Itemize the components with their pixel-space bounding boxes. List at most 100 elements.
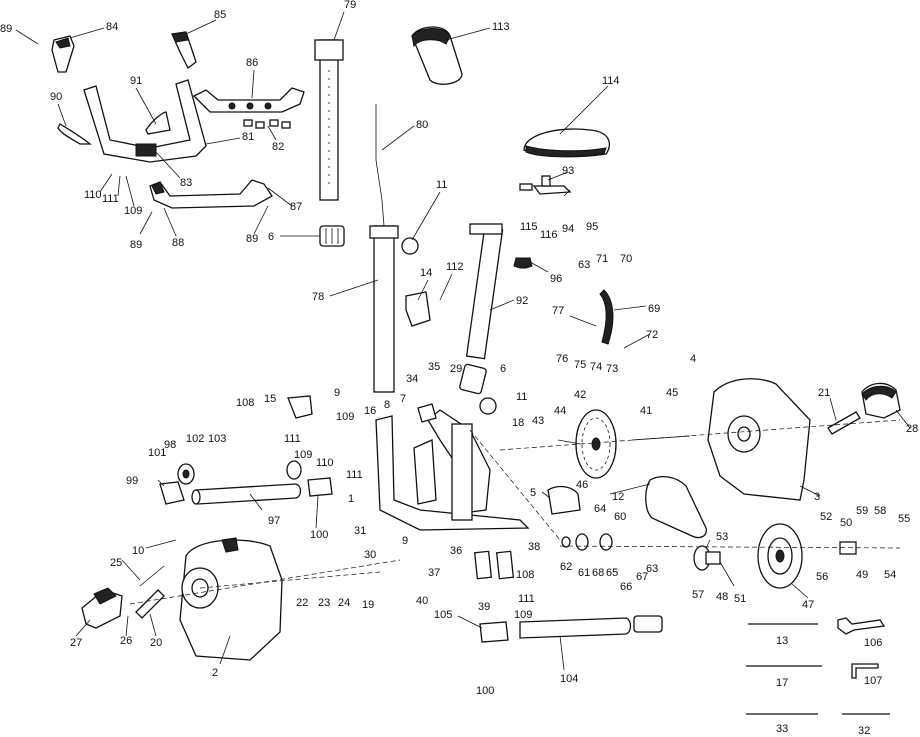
callout-label-112: 112 xyxy=(446,261,464,273)
callout-label-108a: 108 xyxy=(236,397,254,409)
callout-label-8: 8 xyxy=(384,399,390,411)
callout-label-82: 82 xyxy=(272,141,284,153)
part-2-left-cover xyxy=(179,537,283,661)
callout-label-64: 64 xyxy=(594,503,606,515)
callout-label-21: 21 xyxy=(818,387,830,399)
callout-label-65: 65 xyxy=(606,567,618,579)
callout-label-67: 67 xyxy=(636,571,648,583)
part-98-transport-wheel xyxy=(177,463,195,485)
callout-label-54: 54 xyxy=(884,569,896,581)
callout-label-55: 55 xyxy=(898,513,910,525)
callout-label-104: 104 xyxy=(560,673,578,685)
callout-label-48: 48 xyxy=(716,591,728,603)
callout-label-50: 50 xyxy=(840,517,852,529)
callout-label-12: 12 xyxy=(612,491,624,503)
callout-label-87: 87 xyxy=(290,201,302,213)
callout-label-110a: 110 xyxy=(84,189,102,201)
part-15-bracket xyxy=(287,395,313,419)
callout-label-9b: 9 xyxy=(402,535,408,547)
callout-label-77: 77 xyxy=(552,305,564,317)
callout-label-81: 81 xyxy=(242,131,254,143)
callout-label-85: 85 xyxy=(214,9,226,21)
callout-label-78: 78 xyxy=(312,291,324,303)
part-91-pad xyxy=(145,111,171,135)
callout-label-43: 43 xyxy=(532,415,544,427)
callout-label-3: 3 xyxy=(814,491,820,503)
part-61-bushing xyxy=(575,533,589,551)
part-6-grip-cover-lower xyxy=(459,363,487,395)
callout-label-109c: 109 xyxy=(294,449,312,461)
assembly-guides xyxy=(129,419,901,605)
callout-label-62: 62 xyxy=(560,561,572,573)
callout-label-72: 72 xyxy=(646,329,658,341)
callout-label-10: 10 xyxy=(132,545,144,557)
callout-label-70: 70 xyxy=(620,253,632,265)
callout-label-71: 71 xyxy=(596,253,608,265)
callout-label-94: 94 xyxy=(562,223,574,235)
callout-label-32: 32 xyxy=(858,725,870,737)
part-5-cover xyxy=(547,485,581,515)
part-36-plate xyxy=(473,550,493,580)
callout-label-52: 52 xyxy=(820,511,832,523)
callout-label-83: 83 xyxy=(180,177,192,189)
callout-label-1: 1 xyxy=(348,493,354,505)
callout-label-66: 66 xyxy=(620,581,632,593)
callout-label-47: 47 xyxy=(802,599,814,611)
part-21-crank-arm xyxy=(827,411,861,435)
callout-label-109d: 109 xyxy=(514,609,532,621)
callout-label-97: 97 xyxy=(268,515,280,527)
callout-label-111d: 111 xyxy=(518,593,535,605)
callout-label-114: 114 xyxy=(602,75,620,87)
part-28-pedal xyxy=(861,382,901,419)
callout-label-89c: 89 xyxy=(246,233,258,245)
callout-label-31: 31 xyxy=(354,525,366,537)
callout-label-42: 42 xyxy=(574,389,586,401)
callout-label-102: 102 xyxy=(186,433,204,445)
callout-label-26: 26 xyxy=(120,635,132,647)
part-47-pulley xyxy=(757,523,803,589)
part-11-knob-lower xyxy=(479,397,497,415)
part-88-lower-handlebar xyxy=(149,179,273,209)
callout-label-89b: 89 xyxy=(130,239,142,251)
callout-label-22: 22 xyxy=(296,597,308,609)
callout-label-107: 107 xyxy=(864,675,882,687)
callout-label-16: 16 xyxy=(364,405,376,417)
callout-label-40: 40 xyxy=(416,595,428,607)
part-86-handlebar-top xyxy=(192,87,305,113)
callout-label-74: 74 xyxy=(590,361,602,373)
callout-label-25: 25 xyxy=(110,557,122,569)
part-96-adjustment-knob xyxy=(513,257,533,269)
callout-leaders xyxy=(15,11,911,671)
callout-label-4: 4 xyxy=(690,353,696,365)
callout-label-111c: 111 xyxy=(346,469,363,481)
callout-label-76: 76 xyxy=(556,353,568,365)
callout-label-98: 98 xyxy=(164,439,176,451)
part-92-seat-slider xyxy=(465,223,504,360)
callout-label-100b: 100 xyxy=(476,685,494,697)
callout-label-35: 35 xyxy=(428,361,440,373)
callout-label-56: 56 xyxy=(816,571,828,583)
callout-label-53: 53 xyxy=(716,531,728,543)
part-106-wrench xyxy=(837,617,886,635)
callout-label-38: 38 xyxy=(528,541,540,553)
callout-label-105: 105 xyxy=(434,609,452,621)
callout-label-23: 23 xyxy=(318,597,330,609)
part-34-bracket xyxy=(417,403,437,423)
callout-label-46: 46 xyxy=(576,479,588,491)
callout-label-39: 39 xyxy=(478,601,490,613)
callout-label-17: 17 xyxy=(776,677,788,689)
callout-label-90: 90 xyxy=(50,91,62,103)
callout-label-106: 106 xyxy=(864,637,882,649)
callout-label-63a: 63 xyxy=(578,259,590,271)
callout-label-11b: 11 xyxy=(516,391,527,403)
callout-label-45: 45 xyxy=(666,387,678,399)
callout-label-6a: 6 xyxy=(268,231,274,243)
part-6-grip-cover xyxy=(319,225,345,247)
callout-label-111a: 111 xyxy=(102,193,119,205)
part-57-sprocket xyxy=(693,545,721,571)
callout-label-41: 41 xyxy=(640,405,652,417)
callout-label-6b: 6 xyxy=(500,363,506,375)
